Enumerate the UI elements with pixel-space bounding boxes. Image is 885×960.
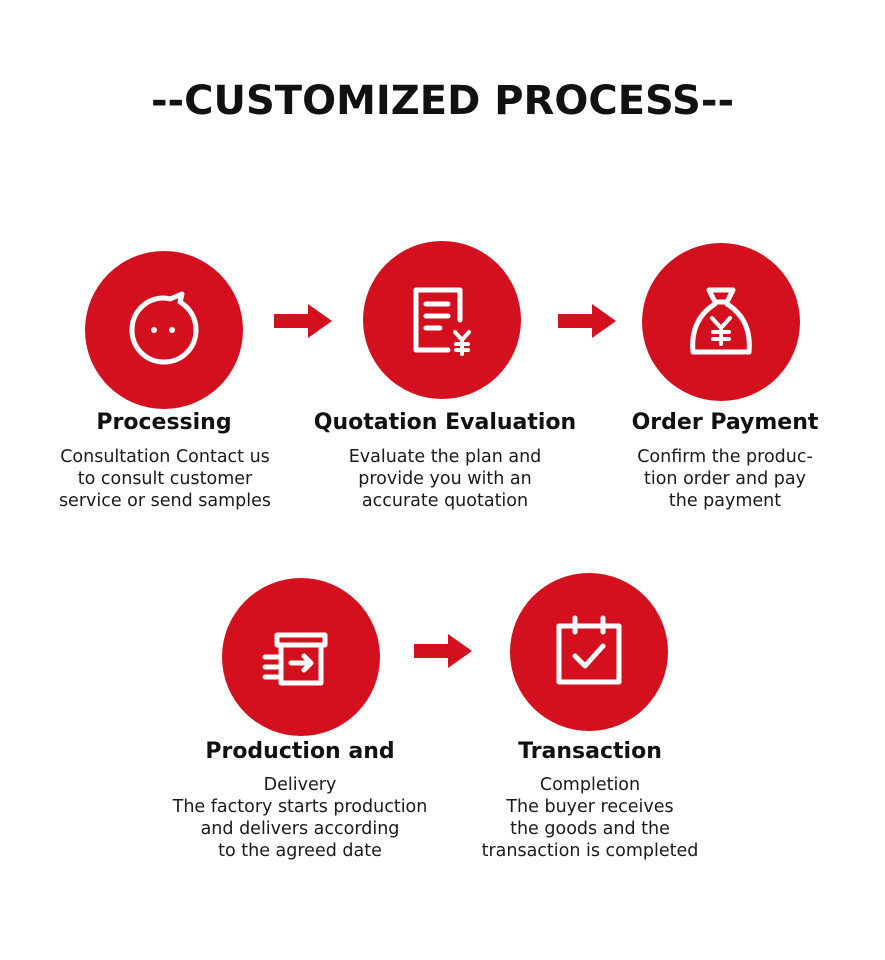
page-title: --CUSTOMIZED PROCESS-- bbox=[150, 78, 735, 124]
step-4-title: Production and bbox=[205, 739, 395, 764]
chat-bubble-face-icon bbox=[129, 291, 199, 365]
step-5-title: Transaction bbox=[518, 739, 662, 764]
step-4-circle bbox=[222, 578, 380, 736]
arrow-right-icon bbox=[274, 304, 332, 338]
step-1-description: Consultation Contact us to consult custo… bbox=[58, 447, 272, 511]
arrow-right-icon bbox=[414, 634, 472, 668]
step-2-description: Evaluate the plan and provide you with a… bbox=[348, 447, 542, 511]
money-bag-yen-icon bbox=[690, 287, 752, 355]
step-1-circle bbox=[85, 251, 243, 409]
step-5-circle bbox=[510, 573, 668, 731]
calendar-check-icon bbox=[556, 615, 622, 685]
step-2-circle bbox=[363, 241, 521, 399]
step-1-title: Processing bbox=[96, 410, 232, 435]
step-3-description: Confirm the produc- tion order and pay t… bbox=[637, 447, 813, 511]
arrow-right-icon bbox=[558, 304, 616, 338]
document-yen-icon bbox=[413, 287, 471, 356]
step-4-description: Delivery The factory starts production a… bbox=[172, 775, 428, 861]
step-3-circle bbox=[642, 243, 800, 401]
step-3-title: Order Payment bbox=[631, 410, 819, 435]
box-shipping-arrow-icon bbox=[262, 632, 328, 686]
step-5-description: Completion The buyer receives the goods … bbox=[481, 775, 699, 861]
step-2-title: Quotation Evaluation bbox=[313, 410, 577, 435]
